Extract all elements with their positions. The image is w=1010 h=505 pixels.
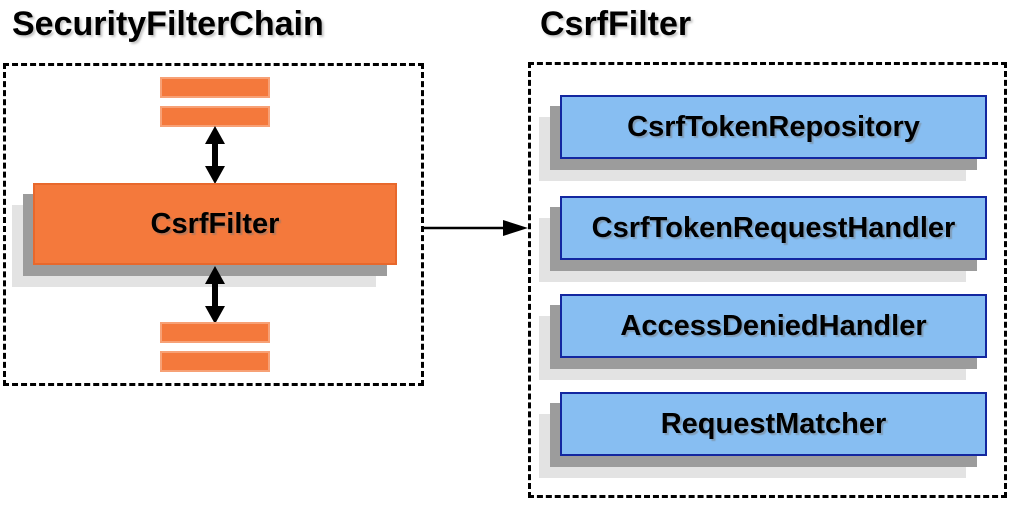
csrf-filter-box-label: CsrfFilter — [150, 207, 280, 240]
component-label: RequestMatcher — [660, 407, 887, 440]
access-denied-handler-box: AccessDeniedHandler — [560, 294, 987, 358]
request-matcher-box: RequestMatcher — [560, 392, 987, 456]
filter-placeholder-bar — [160, 322, 270, 343]
security-filter-chain-title: SecurityFilterChain — [12, 5, 324, 43]
component-label: CsrfTokenRequestHandler — [591, 211, 956, 244]
security-filter-chain-container — [3, 63, 424, 386]
csrf-token-repository-box: CsrfTokenRepository — [560, 95, 987, 159]
csrf-token-request-handler-box: CsrfTokenRequestHandler — [560, 196, 987, 260]
csrf-filter-box: CsrfFilter — [33, 183, 397, 265]
bidirectional-arrow-icon — [205, 126, 225, 184]
component-label: CsrfTokenRepository — [627, 110, 920, 143]
filter-placeholder-bar — [160, 351, 270, 372]
csrf-filter-title: CsrfFilter — [540, 5, 692, 43]
flow-arrow-icon — [424, 220, 528, 236]
filter-placeholder-bar — [160, 77, 270, 98]
component-label: AccessDeniedHandler — [620, 309, 927, 342]
bidirectional-arrow-icon — [205, 266, 225, 324]
csrf-filter-detail-container — [528, 62, 1007, 498]
filter-placeholder-bar — [160, 106, 270, 127]
